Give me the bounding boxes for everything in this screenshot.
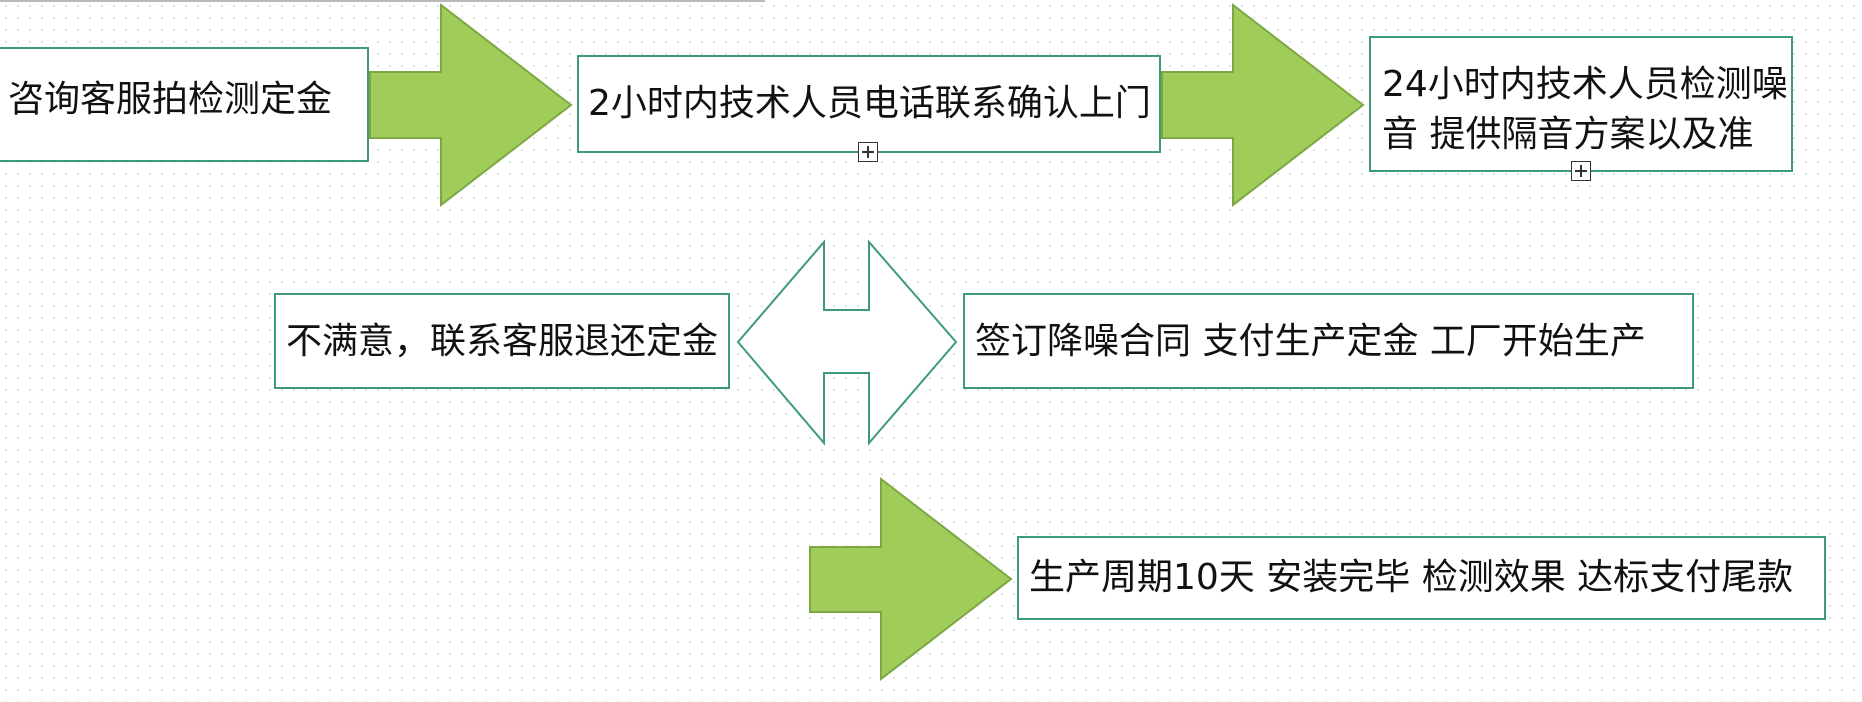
step-detect-label: 24小时内技术人员检测噪音 提供隔音方案以及准 xyxy=(1382,64,1788,155)
step-production-box[interactable]: 生产周期10天 安装完毕 检测效果 达标支付尾款 xyxy=(1017,536,1826,620)
step-contact-label: 2小时内技术人员电话联系确认上门 xyxy=(588,83,1151,124)
right-arrow-icon[interactable] xyxy=(1160,2,1366,208)
step-contract-label: 签订降噪合同 支付生产定金 工厂开始生产 xyxy=(975,321,1646,362)
arrow-shape-2 xyxy=(1161,2,1365,208)
double-arrow-shape xyxy=(736,239,958,446)
step-refund-box[interactable]: 不满意，联系客服退还定金 xyxy=(274,293,730,389)
right-arrow-icon[interactable] xyxy=(808,476,1014,682)
step-deposit-label: 咨询客服拍检测定金 xyxy=(8,79,333,120)
expand-plus-icon[interactable] xyxy=(858,142,878,162)
left-right-arrow-icon[interactable] xyxy=(736,239,958,446)
step-contact-box[interactable]: 2小时内技术人员电话联系确认上门 xyxy=(577,55,1161,153)
scroll-bar-line xyxy=(0,0,765,2)
step-production-label: 生产周期10天 安装完毕 检测效果 达标支付尾款 xyxy=(1029,557,1794,598)
step-refund-label: 不满意，联系客服退还定金 xyxy=(286,321,719,362)
right-arrow-icon[interactable] xyxy=(368,2,574,208)
arrow-shape-1 xyxy=(369,2,573,208)
step-contract-box[interactable]: 签订降噪合同 支付生产定金 工厂开始生产 xyxy=(963,293,1694,389)
arrow-shape-3 xyxy=(809,476,1013,682)
step-deposit-box[interactable]: 咨询客服拍检测定金 xyxy=(0,47,369,162)
step-detect-box[interactable]: 24小时内技术人员检测噪音 提供隔音方案以及准 xyxy=(1369,36,1793,172)
expand-plus-icon[interactable] xyxy=(1571,161,1591,181)
